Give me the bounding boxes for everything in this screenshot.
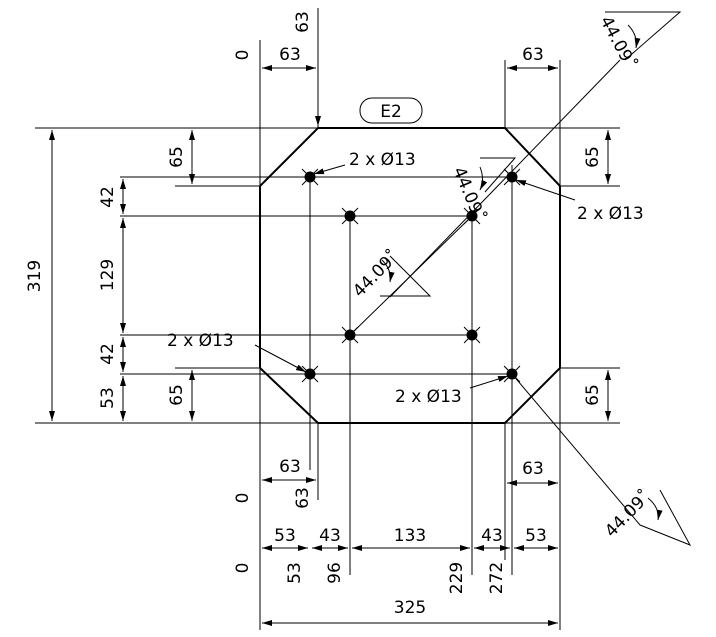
dim-chain: 43 <box>481 526 503 546</box>
dim-bottom-chamfer-left: 65 <box>167 384 187 406</box>
dim-chamfer-left-vertical: 63 <box>293 11 313 33</box>
dim-inner-pitch: 129 <box>98 259 118 291</box>
dim-origin-top: 0 <box>233 50 253 61</box>
dim-bottom-chamfer-right: 65 <box>583 384 603 406</box>
dim-ordinate: 53 <box>285 562 305 584</box>
angle-arc <box>627 24 641 49</box>
title-tag: E2 <box>380 102 402 122</box>
dim-chamfer-left-horizontal-bottom: 63 <box>279 457 301 477</box>
dim-chamfer-left-horizontal: 63 <box>279 45 301 65</box>
dim-chamfer-right-top: 63 <box>522 45 544 65</box>
dim-origin-lower: 0 <box>233 563 253 574</box>
dim-row-gap-top: 42 <box>98 186 118 208</box>
angle-callout: 44.09˚ <box>596 12 641 72</box>
extension-lines <box>35 40 620 630</box>
dim-chain: 133 <box>394 526 426 546</box>
dim-chain: 53 <box>274 526 296 546</box>
angle-triangles <box>380 11 692 546</box>
hole-callout: 2 x Ø13 <box>395 387 462 407</box>
hole-callout: 2 x Ø13 <box>577 204 644 224</box>
dim-overall-height: 319 <box>25 260 45 292</box>
dim-origin-upper: 0 <box>233 493 253 504</box>
dim-top-chamfer-right: 65 <box>583 146 603 168</box>
dim-top-chamfer-left: 65 <box>167 146 187 168</box>
dim-chamfer-left-vertical-bottom: 63 <box>293 487 313 509</box>
dim-chain: 53 <box>525 526 547 546</box>
dim-row-gap-bottom: 42 <box>98 343 118 365</box>
dim-ordinate: 96 <box>325 562 345 584</box>
dim-bottom-offset: 53 <box>98 387 118 409</box>
diagonal-lines <box>349 59 641 526</box>
title-tag-frame <box>359 97 423 124</box>
dim-overall-width: 325 <box>394 598 426 618</box>
dim-chain: 43 <box>319 526 341 546</box>
angle-callout: 44.09˚ <box>348 246 403 302</box>
dim-ordinate: 229 <box>447 562 467 594</box>
angle-arc <box>647 497 663 521</box>
hole-center-lines <box>120 165 513 575</box>
dim-chamfer-right-bottom: 63 <box>522 459 544 479</box>
angle-callout: 44.09˚ <box>448 164 490 225</box>
hole-callout: 2 x Ø13 <box>349 150 416 170</box>
angle-arc <box>479 166 488 191</box>
dimension-lines <box>49 8 611 626</box>
angle-callout: 44.09˚ <box>600 486 655 542</box>
dim-ordinate: 272 <box>487 562 507 594</box>
hole <box>341 207 359 225</box>
callout-leaders <box>254 164 576 389</box>
angle-arc <box>381 259 395 283</box>
hole <box>463 326 481 344</box>
hole-callout: 2 x Ø13 <box>167 331 234 351</box>
